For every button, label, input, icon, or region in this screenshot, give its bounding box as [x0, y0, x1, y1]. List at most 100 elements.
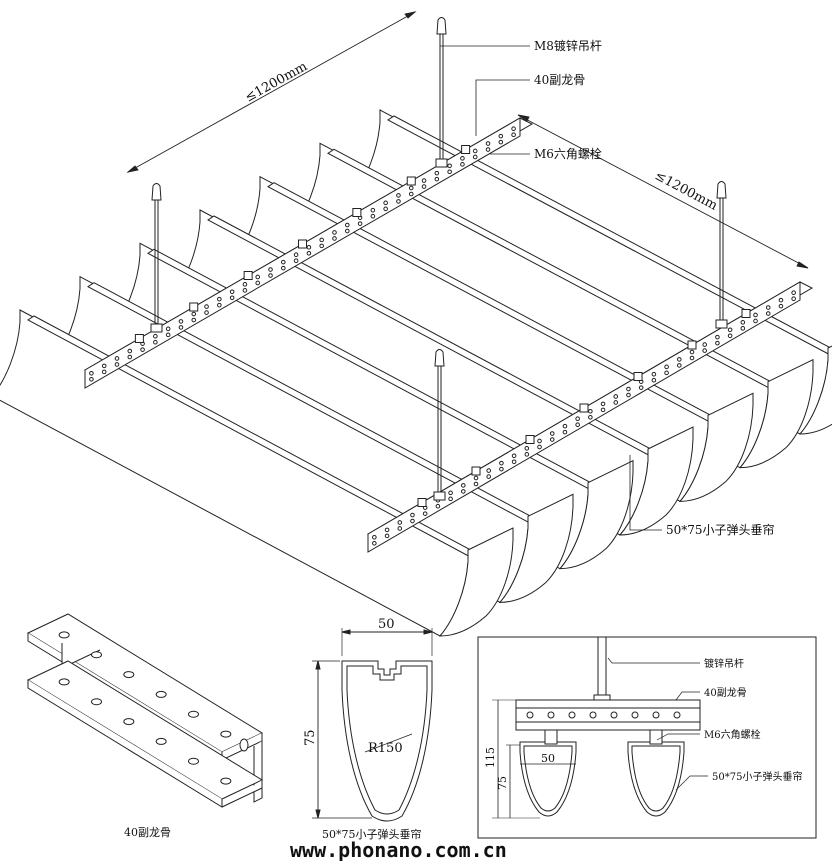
rod-head [434, 349, 445, 367]
channel-hole [421, 184, 427, 189]
channel-hole [702, 348, 708, 353]
channel-hole [588, 414, 593, 420]
channel-hole [178, 325, 184, 330]
channel-hole [537, 438, 542, 444]
channel-hole [486, 468, 492, 473]
rod-nut [150, 323, 163, 333]
asm-channel-hole [589, 711, 597, 719]
rod-head [716, 181, 727, 199]
channel-hole [575, 416, 580, 422]
channel-hole [447, 163, 452, 169]
channel-detail-hole [220, 730, 232, 738]
hex-bolt [352, 208, 362, 217]
rod-head [436, 17, 447, 35]
asm-channel-hole [631, 711, 639, 719]
channel-hole [384, 533, 390, 539]
channel-hole [472, 148, 478, 154]
channel-hole [153, 333, 158, 339]
hex-bolt [633, 372, 643, 381]
carrier-channel [366, 281, 814, 553]
channel-hole [562, 423, 568, 429]
channel-hole [397, 520, 403, 525]
channel-hole [344, 222, 350, 228]
baffle-end-cap [738, 358, 814, 469]
channel-hole [319, 237, 324, 243]
channel-hole [165, 326, 171, 332]
asm-label-channel: 40副龙骨 [704, 686, 747, 699]
channel-hole [89, 370, 94, 376]
channel-hole [204, 304, 209, 309]
hex-bolt [579, 403, 589, 413]
asm-label-baffle: 50*75小子弹头垂帘 [712, 770, 802, 783]
channel-hole [217, 296, 222, 302]
channel-hole [588, 408, 593, 414]
channel-hole [140, 347, 145, 352]
channel-hole [255, 280, 261, 286]
channel-hole [178, 319, 184, 324]
channel-hole [410, 518, 415, 524]
channel-hole [268, 267, 273, 272]
baffle-end-cap [558, 459, 634, 570]
asm-label-bolt: M6六角螺栓 [704, 728, 761, 741]
hex-bolt [687, 340, 697, 350]
label-baffle: 50*75小子弹头垂帘 [666, 522, 775, 537]
channel-hole [357, 221, 363, 226]
channel-hole [499, 466, 504, 472]
channel-hole [89, 376, 94, 382]
channel-hole [293, 258, 299, 264]
channel-hole [613, 400, 619, 405]
channel-hole [435, 503, 441, 509]
channel-hole [242, 288, 248, 293]
channel-hole [191, 311, 197, 317]
channel-hole [791, 296, 796, 302]
channel-hole [383, 200, 388, 206]
channel-hole [740, 326, 746, 331]
baffle-end-cap [498, 493, 574, 603]
suspension-rods [150, 17, 728, 501]
asm-channel-hole [652, 711, 660, 719]
channel-hole [702, 342, 708, 347]
channel-hole [765, 305, 771, 310]
dimension-right [517, 114, 809, 269]
hex-bolt [417, 498, 427, 507]
channel-hole [511, 126, 516, 132]
channel-hole [778, 303, 784, 309]
channel-hole [498, 133, 504, 139]
channel-hole [204, 310, 209, 315]
channel-hole [626, 392, 631, 398]
channel-hole [664, 364, 669, 370]
channel-hole [651, 371, 657, 377]
channel-hole [460, 162, 465, 167]
channel-hole [460, 156, 465, 161]
channel-hole [114, 362, 120, 367]
channel-hole [689, 349, 695, 355]
channel-hole [372, 534, 377, 540]
channel-hole [473, 481, 479, 487]
channel-hole [229, 295, 235, 301]
channel-detail-hole [58, 631, 70, 639]
channel-detail-hole [123, 718, 135, 726]
channel-hole [499, 460, 504, 466]
channel-hole [408, 185, 414, 191]
channel-hole [473, 475, 479, 481]
channel-hole [727, 327, 733, 333]
suspension-rod [433, 349, 446, 501]
rod-head [151, 183, 162, 201]
channel-hole [370, 207, 376, 213]
hex-bolt [471, 466, 481, 476]
channel-hole [486, 474, 492, 479]
channel-hole [101, 363, 107, 369]
hex-bolt [406, 176, 416, 186]
channel-hole [101, 369, 107, 375]
channel-hole [332, 236, 337, 241]
channel-detail-hole [91, 651, 102, 659]
carrier-channels [83, 117, 814, 553]
channel-detail-hole [58, 678, 70, 686]
asm-channel-hole [610, 711, 618, 719]
channel-hole [791, 290, 796, 296]
channel-detail-drawing [26, 613, 264, 808]
channel-hole [434, 176, 440, 182]
channel-hole [127, 348, 133, 354]
channel-detail-hole [188, 710, 199, 718]
